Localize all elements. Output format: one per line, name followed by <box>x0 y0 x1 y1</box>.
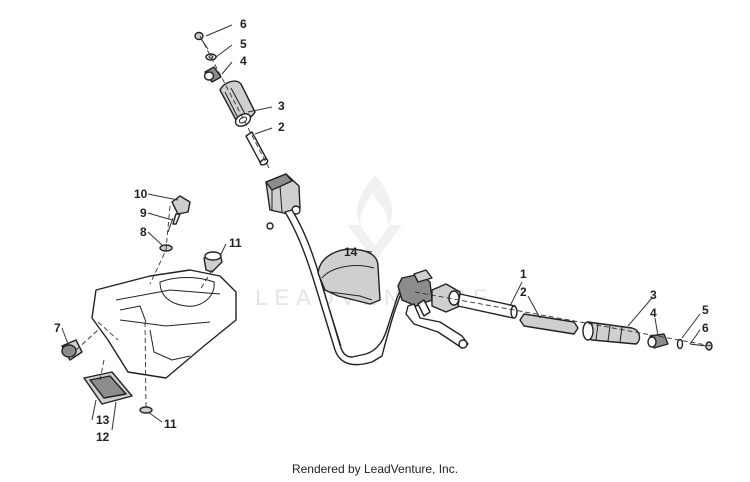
brake-lever-assembly <box>397 269 469 349</box>
handlebar-pad-part <box>317 248 381 305</box>
callout-label: 3 <box>650 288 657 302</box>
callout-label: 6 <box>702 321 709 335</box>
right-end-cap-part <box>647 333 669 349</box>
callout-label: 5 <box>240 37 247 51</box>
callout-label: 4 <box>240 54 247 68</box>
callout-label: 7 <box>54 321 61 335</box>
grip-part <box>219 80 256 127</box>
callout-leaders <box>61 24 701 431</box>
right-screw-part <box>689 341 713 351</box>
throttle-tube-part <box>245 131 269 166</box>
callout-label: 11 <box>164 417 177 431</box>
key-part <box>171 195 191 225</box>
callout-label: 6 <box>240 17 247 31</box>
bar-end-cap-part <box>203 66 222 83</box>
callout-labels: 6 5 4 3 2 10 9 8 11 14 7 13 12 11 1 2 3 … <box>54 17 709 444</box>
console-assembly <box>61 195 237 414</box>
lower-grommet-part <box>139 406 153 414</box>
ignition-key-part <box>167 217 174 233</box>
console-knob-part <box>61 339 83 361</box>
right-throttle-sleeve-part <box>519 313 579 335</box>
callout-label: 11 <box>229 236 242 250</box>
console-body-part <box>91 269 237 379</box>
right-washer-part <box>676 338 684 350</box>
callout-label: 14 <box>344 245 358 259</box>
callout-label: 12 <box>96 430 110 444</box>
callout-label: 5 <box>702 303 709 317</box>
callout-label: 2 <box>278 120 285 134</box>
right-tube-part <box>457 293 518 319</box>
callout-label: 9 <box>140 206 147 220</box>
screw-part <box>194 31 209 50</box>
callout-label: 10 <box>134 187 148 201</box>
top-grip-assembly <box>194 31 301 230</box>
callout-label: 4 <box>650 306 657 320</box>
watermark-logo-icon <box>348 175 402 262</box>
callout-label: 8 <box>140 225 147 239</box>
console-display-part <box>83 371 133 405</box>
washer-part <box>205 53 217 61</box>
callout-label: 2 <box>520 285 527 299</box>
grommet-part <box>203 251 223 273</box>
callout-label: 1 <box>520 267 527 281</box>
callout-label: 13 <box>96 413 110 427</box>
callout-label: 3 <box>278 99 285 113</box>
footer-credit: Rendered by LeadVenture, Inc. <box>291 462 459 476</box>
switch-housing-part <box>265 173 301 230</box>
right-grip-part <box>582 321 641 345</box>
